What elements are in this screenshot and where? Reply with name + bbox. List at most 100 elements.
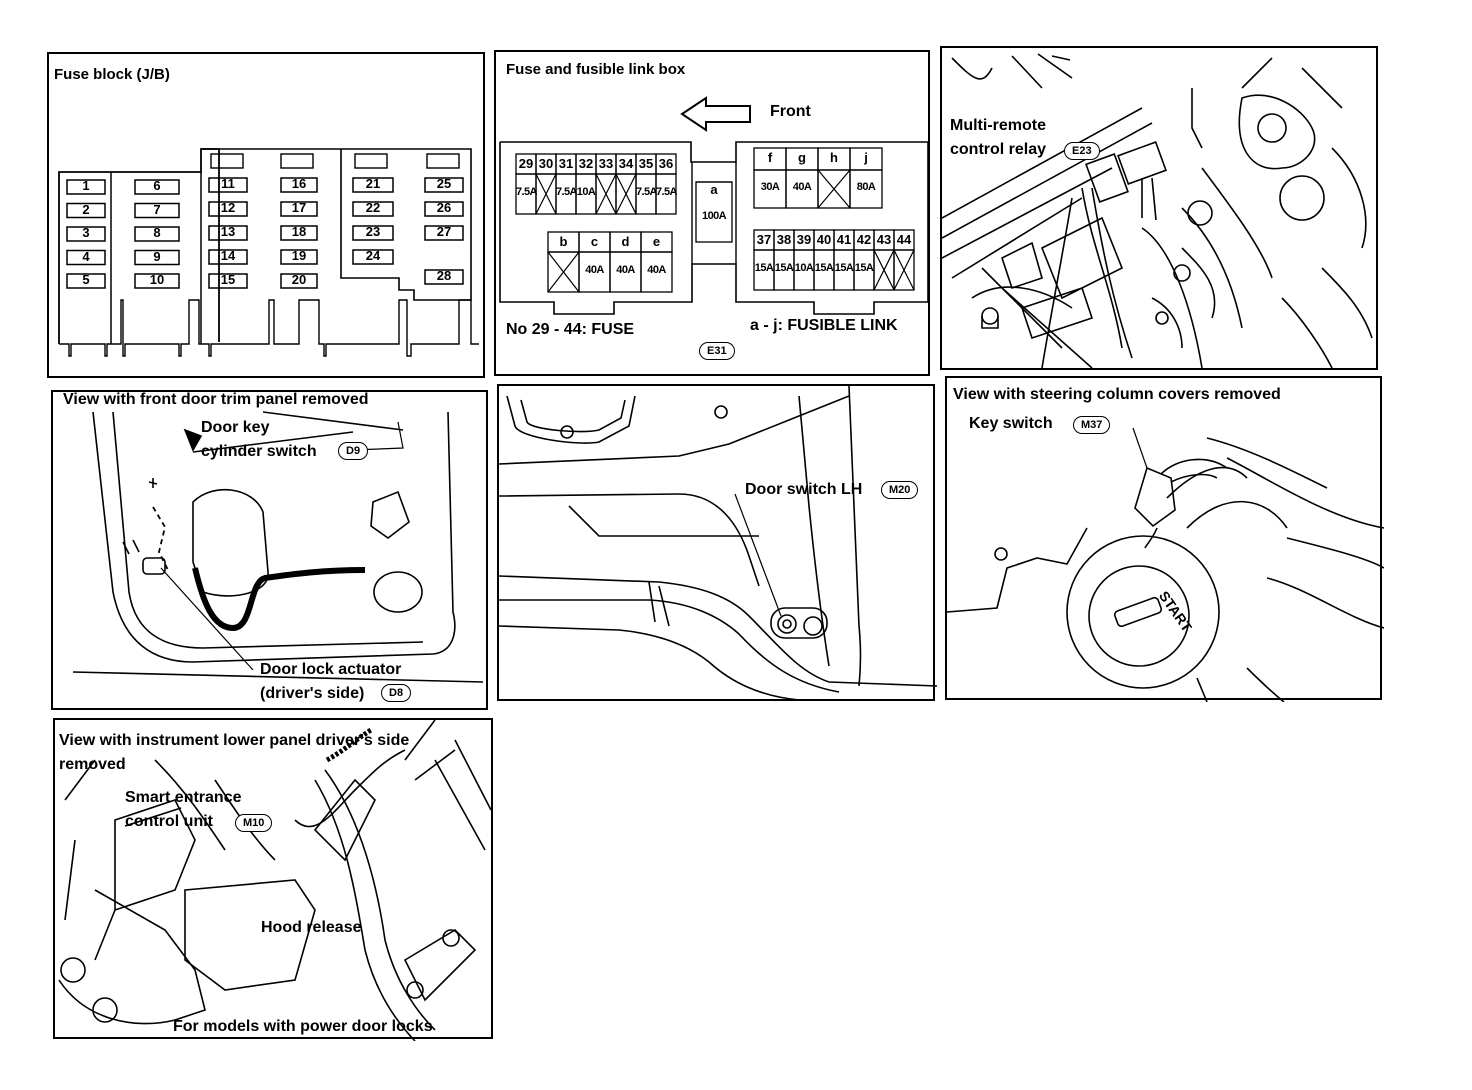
empty-slot-cross	[547, 251, 580, 293]
link-rating: 40A	[647, 264, 666, 276]
door-trim-panel: View with front door trim panel removed …	[51, 390, 488, 710]
fuse-slot	[66, 179, 106, 195]
fuse-number: 1	[82, 178, 90, 193]
fuse-number: 43	[876, 232, 892, 247]
fuse-number: 40	[816, 232, 832, 247]
fuse-slot	[208, 225, 248, 241]
fuse-slot	[66, 249, 106, 266]
fuse-number: 8	[153, 225, 161, 240]
fuse-slot	[66, 202, 106, 219]
fuse-number: 28	[436, 268, 452, 283]
door-trim-title: View with front door trim panel removed	[63, 391, 369, 408]
actuator-label-line1: Door lock actuator	[260, 661, 402, 678]
link-number: g	[798, 150, 806, 165]
empty-slot-cross	[535, 173, 557, 215]
connector-m20: M20	[881, 481, 919, 499]
fuse-legend: No 29 - 44: FUSE	[506, 321, 635, 338]
link-a-rating: 100A	[702, 210, 727, 222]
fuse-number: 10	[149, 272, 165, 287]
empty-slot-cross	[595, 173, 617, 215]
empty-slot-cross	[873, 249, 895, 291]
fuse-number: 19	[291, 248, 307, 263]
connector-m37: M37	[1073, 416, 1111, 434]
fuse-rating-cell	[655, 173, 677, 215]
smart-entrance-line2: control unit	[125, 813, 213, 830]
fuse-slot	[352, 225, 394, 241]
fuse-slot	[280, 249, 318, 265]
instrument-title-line2: removed	[59, 756, 126, 773]
fuse-number: 22	[365, 200, 381, 215]
fuse-slot	[134, 226, 180, 242]
smart-entrance-line1: Smart entrance	[125, 789, 242, 806]
fuse-slot	[352, 249, 394, 265]
fuse-slot	[66, 226, 106, 242]
fuse-number: 37	[756, 232, 772, 247]
fuse-number: 30	[538, 156, 554, 171]
connector-d9: D9	[338, 442, 369, 460]
fuse-slot	[208, 177, 248, 193]
door-switch-label: Door switch LH	[745, 481, 863, 498]
fuse-number: 26	[436, 200, 452, 215]
actuator-label-line2: (driver's side)	[260, 685, 365, 702]
fuse-number: 11	[221, 176, 235, 191]
connector-m10: M10	[235, 814, 273, 832]
fuse-number: 17	[291, 200, 307, 215]
empty-slot-cross	[817, 169, 851, 209]
link-a-number: a	[710, 182, 718, 197]
instrument-title-line1: View with instrument lower panel driver'…	[59, 732, 410, 749]
fuse-number: 33	[598, 156, 614, 171]
fuse-number: 23	[365, 224, 381, 239]
fuse-slot	[352, 201, 394, 217]
relay-label-line2: control relay	[950, 141, 1047, 158]
fuse-number: 20	[291, 272, 307, 287]
fuse-number: 36	[658, 156, 674, 171]
fuse-rating: 7.5A	[556, 186, 577, 198]
fuse-slot	[134, 249, 180, 266]
fuse-slot	[424, 225, 464, 241]
fusible-link-legend: a - j: FUSIBLE LINK	[750, 317, 898, 334]
connector-e31: E31	[699, 342, 735, 360]
link-rating: 40A	[616, 264, 635, 276]
link-number: j	[864, 150, 868, 165]
link-number: e	[652, 234, 661, 249]
fuse-rating: 7.5A	[636, 186, 657, 198]
connector-d8: D8	[381, 684, 412, 702]
instrument-footer: For models with power door locks	[173, 1018, 433, 1035]
fuse-slot	[208, 249, 248, 265]
fuse-number: 39	[796, 232, 812, 247]
key-switch-label: Key switch	[969, 415, 1053, 432]
steering-panel: View with steering column covers removed…	[945, 376, 1384, 702]
link-rating: 30A	[760, 181, 780, 193]
fuse-number: 34	[618, 156, 634, 171]
fuse-slot	[134, 273, 180, 289]
link-rating: 40A	[585, 264, 604, 276]
fuse-number: 13	[220, 224, 236, 239]
link-number: h	[830, 150, 838, 165]
door-switch-panel: Door switch LH M20	[497, 384, 937, 701]
fuse-rating: 15A	[854, 262, 874, 274]
fuse-link-box-title: Fuse and fusible link box	[506, 61, 686, 78]
empty-slot-cross	[615, 173, 637, 215]
fuse-block-drawing	[58, 148, 479, 357]
link-number: f	[767, 150, 773, 165]
steering-title: View with steering column covers removed	[953, 386, 1281, 403]
door-switch-drawing	[499, 386, 937, 701]
fuse-rating: 15A	[754, 262, 774, 274]
connector-e23: E23	[1064, 142, 1100, 160]
relay-panel: Multi-remote control relay E23	[940, 46, 1378, 370]
fuse-slot	[134, 202, 180, 219]
fuse-rating: 7.5A	[656, 186, 677, 198]
empty-slot-cross	[893, 249, 915, 291]
fuse-block-title: Fuse block (J/B)	[54, 66, 170, 83]
fuse-number: 14	[220, 248, 236, 263]
fuse-rating: 15A	[774, 262, 794, 274]
fuse-number: 16	[291, 176, 307, 191]
fuse-number: 31	[558, 156, 574, 171]
fuse-number: 38	[776, 232, 792, 247]
link-rating: 40A	[792, 181, 812, 193]
fuse-slot	[424, 269, 464, 285]
link-number: b	[559, 234, 568, 249]
link-rating-cell	[849, 169, 883, 209]
fuse-slot	[424, 201, 464, 217]
